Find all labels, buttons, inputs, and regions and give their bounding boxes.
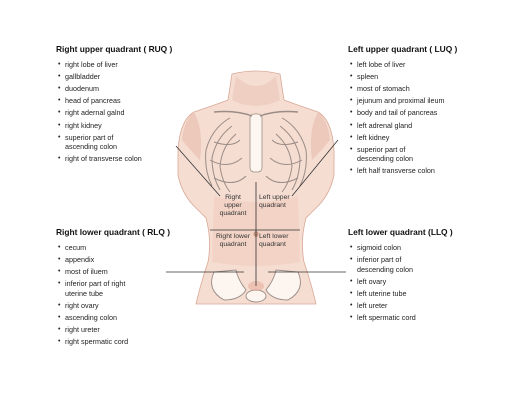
- list-item: left adrenal gland: [348, 121, 468, 131]
- quadrant-label-rlq: Right lower quadrant: [216, 233, 250, 248]
- rlq-list: cecum appendix most of iluem inferior pa…: [56, 243, 176, 347]
- list-item: left half transverse colon: [348, 166, 468, 176]
- list-item: superior part of descending colon: [348, 145, 429, 164]
- llq-list: sigmoid colon inferior part of descendin…: [348, 243, 468, 322]
- list-item: cecum: [56, 243, 176, 253]
- ruq-panel: Right upper quadrant ( RUQ ) right lobe …: [56, 44, 176, 166]
- pelvis: [211, 269, 301, 303]
- list-item: superior part of ascending colon: [56, 133, 137, 152]
- rlq-title: Right lower quadrant ( RLQ ): [56, 227, 170, 237]
- list-item: gallbladder: [56, 72, 176, 82]
- list-item: jejunum and proximal ileum: [348, 96, 468, 106]
- list-item: left kidney: [348, 133, 468, 143]
- leader-line-luq: [291, 139, 339, 197]
- list-item: inferior part of descending colon: [348, 255, 429, 274]
- list-item: duodenum: [56, 84, 176, 94]
- quadrant-label-ruq: Right upper quadrant: [219, 194, 247, 217]
- luq-title: Left upper quadrant ( LUQ ): [348, 44, 458, 54]
- leader-line-ruq: [175, 145, 221, 197]
- list-item: most of iluem: [56, 267, 176, 277]
- list-item: left spermatic cord: [348, 313, 468, 323]
- list-item: left ovary: [348, 277, 468, 287]
- list-item: right kidney: [56, 121, 176, 131]
- list-item: right of transverse colon: [56, 154, 176, 164]
- luq-panel: Left upper quadrant ( LUQ ) left lobe of…: [348, 44, 468, 178]
- list-item: body and tail of pancreas: [348, 108, 468, 118]
- list-item: sigmoid colon: [348, 243, 468, 253]
- list-item: right ureter: [56, 325, 176, 335]
- list-item: appendix: [56, 255, 176, 265]
- list-item: right ovary: [56, 301, 176, 311]
- sternum: [249, 113, 263, 173]
- rib-cage: [205, 117, 307, 193]
- list-item: right adernal galnd: [56, 108, 176, 118]
- llq-title: Left lower quadrant (LLQ ): [348, 227, 453, 237]
- list-item: ascending colon: [56, 313, 176, 323]
- list-item: spleen: [348, 72, 468, 82]
- list-item: left ureter: [348, 301, 468, 311]
- list-item: right spermatic cord: [56, 337, 176, 347]
- list-item: head of pancreas: [56, 96, 176, 106]
- list-item: left lobe of liver: [348, 60, 468, 70]
- ruq-title: Right upper quadrant ( RUQ ): [56, 44, 173, 54]
- luq-list: left lobe of liver spleen most of stomac…: [348, 60, 468, 176]
- quadrant-label-luq: Left upper quadrant: [259, 194, 290, 209]
- list-item: most of stomach: [348, 84, 468, 94]
- list-item: left uterine tube: [348, 289, 468, 299]
- llq-panel: Left lower quadrant (LLQ ) sigmoid colon…: [348, 227, 468, 325]
- list-item: inferior part of right uterine tube: [56, 279, 141, 298]
- rlq-panel: Right lower quadrant ( RLQ ) cecum appen…: [56, 227, 176, 349]
- quadrant-label-llq: Left lower quadrant: [259, 233, 289, 248]
- list-item: right lobe of liver: [56, 60, 176, 70]
- ruq-list: right lobe of liver gallbladder duodenum…: [56, 60, 176, 164]
